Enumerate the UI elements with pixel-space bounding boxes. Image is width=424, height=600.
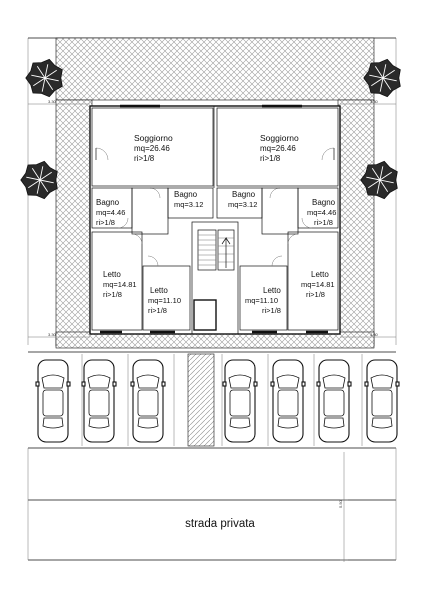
right-letto-large-ratio: ri>1/8 (306, 290, 325, 299)
right-letto-small-ratio: ri>1/8 (262, 306, 281, 315)
right-bagno-large-area: mq=4.46 (307, 208, 336, 217)
left-bagno-large-name: Bagno (96, 198, 120, 207)
right-letto-small-area: mq=11.10 (245, 296, 278, 305)
parking-area (28, 351, 396, 449)
left-soggiorno-ratio: ri>1/8 (134, 154, 155, 163)
right-bagno-small-area: mq=3.12 (228, 200, 257, 209)
right-bagno-small-name: Bagno (232, 190, 256, 199)
car-icon (364, 359, 400, 443)
parked-cars (35, 359, 400, 443)
left-letto-large-ratio: ri>1/8 (103, 290, 122, 299)
car-icon (270, 359, 306, 443)
left-letto-large-name: Letto (103, 270, 121, 279)
right-bagno-large-ratio: ri>1/8 (314, 218, 333, 227)
car-icon (222, 359, 258, 443)
tree-icon (20, 160, 58, 200)
tree-icon (360, 160, 398, 200)
right-soggiorno-area: mq=26.46 (260, 144, 296, 153)
left-letto-small-name: Letto (150, 286, 168, 295)
left-letto-large-area: mq=14.81 (103, 280, 137, 289)
dimension-marks (28, 103, 396, 338)
car-icon (35, 359, 71, 443)
staircase (191, 221, 239, 335)
car-icon (130, 359, 166, 443)
right-letto-large-area: mq=14.81 (301, 280, 335, 289)
paved-courtyard (55, 37, 375, 349)
unit-right (216, 104, 339, 334)
dim-road-width: 5.50 (338, 499, 343, 508)
tree-icon (363, 58, 401, 98)
right-bagno-large-name: Bagno (312, 198, 336, 207)
car-icon (81, 359, 117, 443)
right-letto-small-name: Letto (263, 286, 281, 295)
dim-top-right: 3.30 (370, 99, 379, 104)
left-bagno-large-ratio: ri>1/8 (96, 218, 115, 227)
dim-bottom-right: 3.30 (370, 332, 379, 337)
right-soggiorno-ratio: ri>1/8 (260, 154, 281, 163)
left-bagno-small-name: Bagno (174, 190, 198, 199)
left-bagno-large-area: mq=4.46 (96, 208, 125, 217)
left-letto-small-ratio: ri>1/8 (148, 306, 167, 315)
car-icon (316, 359, 352, 443)
left-bagno-small-area: mq=3.12 (174, 200, 203, 209)
right-letto-large-name: Letto (311, 270, 329, 279)
dim-bottom-left: 3.30 (48, 332, 57, 337)
dim-top-left: 3.30 (48, 99, 57, 104)
private-road (27, 448, 397, 562)
road-label: strada privata (185, 518, 255, 530)
trees (20, 58, 401, 200)
left-soggiorno-name: Soggiorno (134, 133, 173, 143)
left-soggiorno-area: mq=26.46 (134, 144, 170, 153)
left-letto-small-area: mq=11.10 (148, 296, 181, 305)
tree-icon (25, 58, 63, 98)
right-soggiorno-name: Soggiorno (260, 133, 299, 143)
unit-left (91, 104, 214, 334)
